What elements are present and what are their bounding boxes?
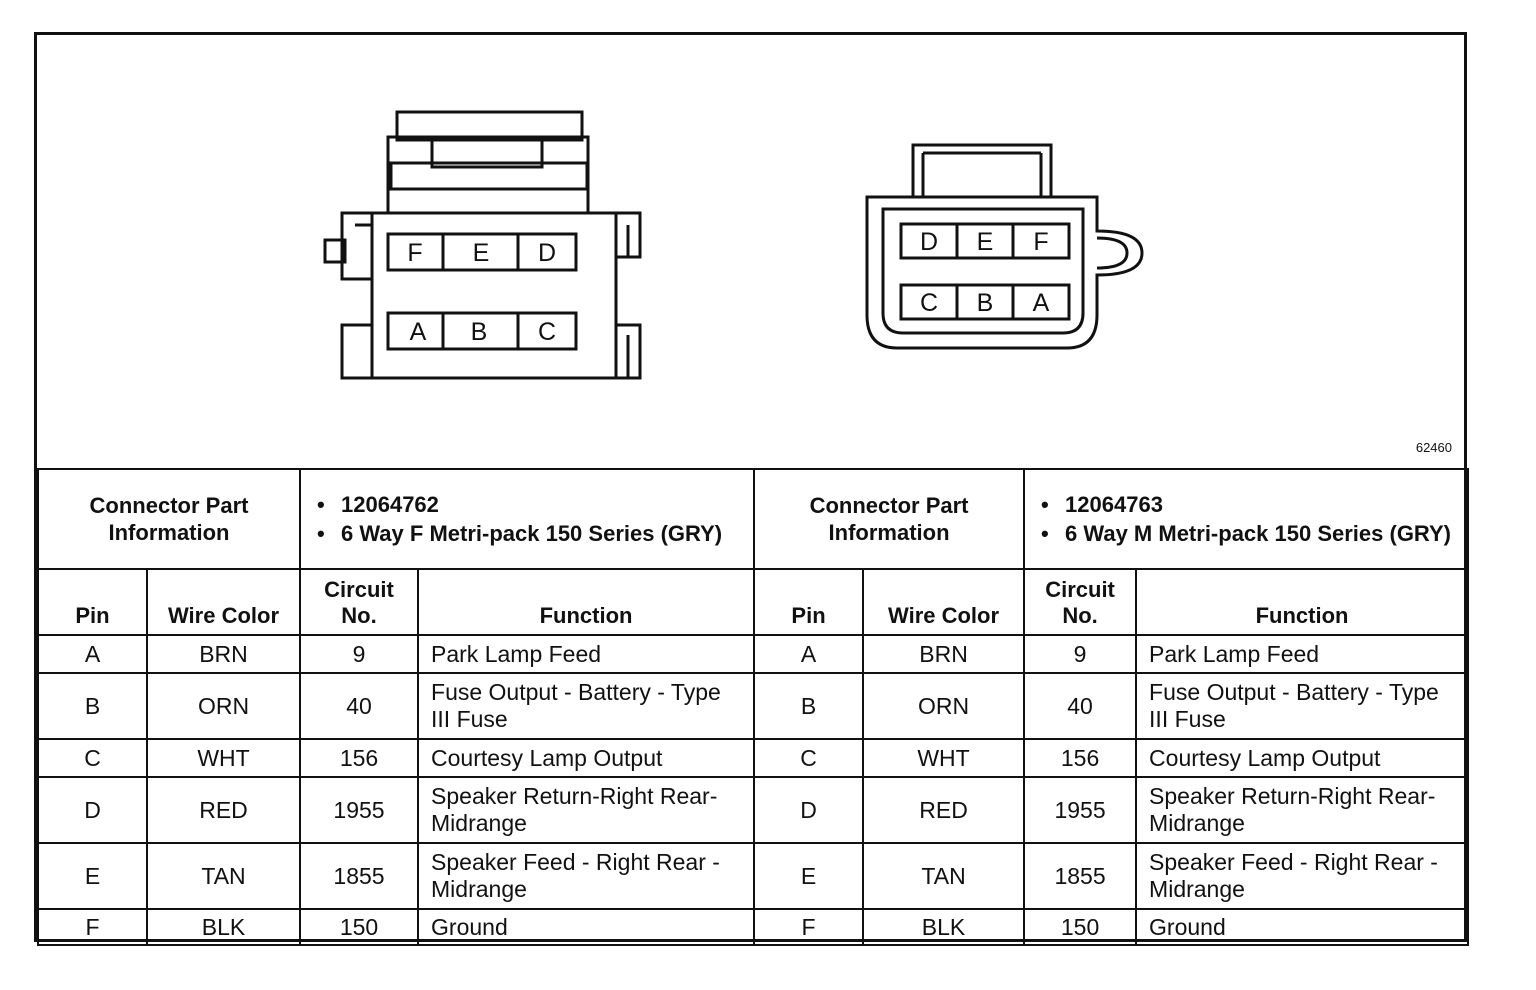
diagram-frame: F E D A B C D E F C B A 62460 Connector … bbox=[34, 32, 1470, 946]
pin-cell: E bbox=[37, 842, 148, 910]
pin-cell: B bbox=[753, 672, 865, 740]
circuit-cell: 1955 bbox=[299, 776, 420, 844]
figure-id: 62460 bbox=[1415, 440, 1452, 455]
circuit-cell: 150 bbox=[299, 908, 420, 946]
wire-color-cell: BRN bbox=[145, 634, 302, 674]
function-header: Function bbox=[1135, 568, 1470, 636]
function-cell: Ground bbox=[417, 908, 756, 946]
pin-cell: C bbox=[753, 738, 865, 778]
circuit-cell: 1855 bbox=[299, 842, 420, 910]
pin-label: B bbox=[471, 318, 488, 346]
function-cell: Park Lamp Feed bbox=[417, 634, 756, 674]
wire-color-cell: BLK bbox=[145, 908, 302, 946]
connector-info: 12064762 6 Way F Metri-pack 150 Series (… bbox=[299, 468, 756, 570]
pin-cell: F bbox=[37, 908, 148, 946]
function-cell: Ground bbox=[1135, 908, 1470, 946]
function-cell: Park Lamp Feed bbox=[1135, 634, 1470, 674]
circuit-cell: 40 bbox=[299, 672, 420, 740]
wire-color-header: Wire Color bbox=[862, 568, 1026, 636]
table-row: B ORN 40 Fuse Output - Battery - Type II… bbox=[37, 672, 1470, 740]
part-number: 12064762 bbox=[317, 490, 741, 519]
pin-cell: A bbox=[753, 634, 865, 674]
table-row: F BLK 150 Ground F BLK 150 Ground bbox=[37, 908, 1470, 946]
pinout-table: Connector Part Information 12064762 6 Wa… bbox=[36, 468, 1470, 946]
circuit-cell: 156 bbox=[1023, 738, 1138, 778]
pin-cell: F bbox=[753, 908, 865, 946]
column-header-row: Pin Wire Color Circuit No. Function Pin … bbox=[37, 568, 1470, 636]
circuit-cell: 156 bbox=[299, 738, 420, 778]
pin-label: C bbox=[538, 318, 556, 346]
pin-cell: C bbox=[37, 738, 148, 778]
function-cell: Speaker Return-Right Rear-Midrange bbox=[417, 776, 756, 844]
circuit-cell: 40 bbox=[1023, 672, 1138, 740]
table-row: D RED 1955 Speaker Return-Right Rear-Mid… bbox=[37, 776, 1470, 844]
pin-label: E bbox=[473, 239, 490, 267]
pin-label: C bbox=[920, 289, 938, 317]
pin-header: Pin bbox=[37, 568, 148, 636]
circuit-cell: 1955 bbox=[1023, 776, 1138, 844]
connector-type: 6 Way F Metri-pack 150 Series (GRY) bbox=[317, 519, 741, 548]
circuit-no-header: Circuit No. bbox=[1023, 568, 1138, 636]
table-row: A BRN 9 Park Lamp Feed A BRN 9 Park Lamp… bbox=[37, 634, 1470, 674]
function-cell: Fuse Output - Battery - Type III Fuse bbox=[1135, 672, 1470, 740]
table-row: C WHT 156 Courtesy Lamp Output C WHT 156… bbox=[37, 738, 1470, 778]
circuit-cell: 9 bbox=[1023, 634, 1138, 674]
pin-label: B bbox=[977, 289, 994, 317]
connector-info-label: Connector Part Information bbox=[36, 468, 302, 570]
function-cell: Speaker Return-Right Rear-Midrange bbox=[1135, 776, 1470, 844]
pin-cell: A bbox=[37, 634, 148, 674]
wire-color-cell: RED bbox=[862, 776, 1026, 844]
pin-header: Pin bbox=[753, 568, 865, 636]
pin-cell: D bbox=[753, 776, 865, 844]
wire-color-cell: TAN bbox=[862, 842, 1026, 910]
connector-drawings: F E D A B C D E F C B A 62460 bbox=[37, 35, 1464, 470]
circuit-cell: 9 bbox=[299, 634, 420, 674]
function-cell: Speaker Feed - Right Rear - Midrange bbox=[1135, 842, 1470, 910]
wire-color-cell: TAN bbox=[145, 842, 302, 910]
wire-color-cell: ORN bbox=[862, 672, 1026, 740]
wire-color-cell: RED bbox=[145, 776, 302, 844]
connector-info: 12064763 6 Way M Metri-pack 150 Series (… bbox=[1023, 468, 1470, 570]
pin-cell: D bbox=[37, 776, 148, 844]
wire-color-cell: WHT bbox=[145, 738, 302, 778]
function-cell: Fuse Output - Battery - Type III Fuse bbox=[417, 672, 756, 740]
pin-label: F bbox=[1033, 228, 1048, 256]
wire-color-cell: BLK bbox=[862, 908, 1026, 946]
pin-cell: E bbox=[753, 842, 865, 910]
connector-type: 6 Way M Metri-pack 150 Series (GRY) bbox=[1041, 519, 1455, 548]
connector-info-row: Connector Part Information 12064762 6 Wa… bbox=[36, 468, 1470, 570]
circuit-cell: 150 bbox=[1023, 908, 1138, 946]
connector-illustrations: F E D A B C D E F C B A bbox=[323, 110, 1144, 380]
pin-label: E bbox=[977, 228, 994, 256]
pin-label: A bbox=[410, 318, 427, 346]
function-cell: Courtesy Lamp Output bbox=[417, 738, 756, 778]
pin-label: D bbox=[538, 239, 556, 267]
pin-label: A bbox=[1033, 289, 1050, 317]
function-header: Function bbox=[417, 568, 756, 636]
function-cell: Speaker Feed - Right Rear - Midrange bbox=[417, 842, 756, 910]
table-row: E TAN 1855 Speaker Feed - Right Rear - M… bbox=[37, 842, 1470, 910]
function-cell: Courtesy Lamp Output bbox=[1135, 738, 1470, 778]
pin-cell: B bbox=[37, 672, 148, 740]
circuit-cell: 1855 bbox=[1023, 842, 1138, 910]
wire-color-cell: BRN bbox=[862, 634, 1026, 674]
pin-label: F bbox=[407, 239, 422, 267]
wire-color-cell: ORN bbox=[145, 672, 302, 740]
part-number: 12064763 bbox=[1041, 490, 1455, 519]
pin-label: D bbox=[920, 228, 938, 256]
wire-color-cell: WHT bbox=[862, 738, 1026, 778]
connector-info-label: Connector Part Information bbox=[753, 468, 1026, 570]
female-connector-drawing bbox=[323, 110, 642, 380]
male-connector-drawing bbox=[865, 143, 1144, 350]
circuit-no-header: Circuit No. bbox=[299, 568, 420, 636]
wire-color-header: Wire Color bbox=[145, 568, 302, 636]
